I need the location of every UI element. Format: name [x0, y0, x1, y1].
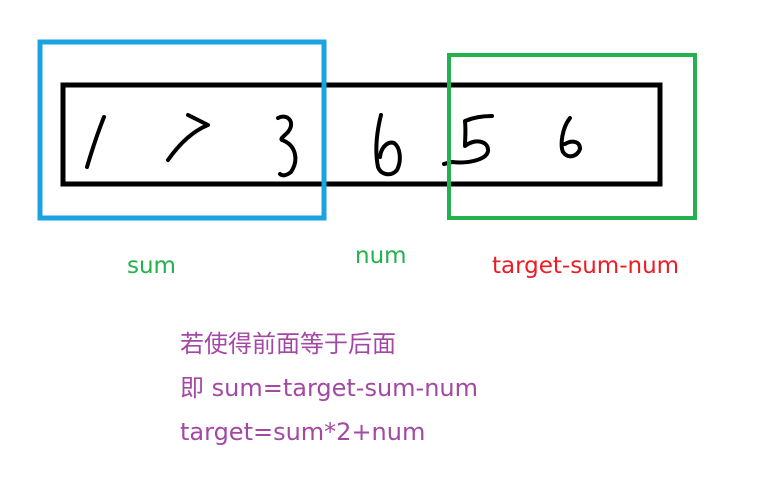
note-line-2: 即 sum=target-sum-num	[180, 374, 479, 402]
num-label: num	[355, 243, 407, 269]
sum-label: sum	[127, 253, 176, 279]
array-digit-6	[559, 116, 582, 159]
target-sum-num-bracket-box	[447, 53, 697, 220]
note-line-3: target=sum*2+num	[180, 418, 426, 446]
array-outline	[60, 82, 663, 187]
note-line-1: 若使得前面等于后面	[180, 330, 396, 358]
explanation-notes: 若使得前面等于后面 即 sum=target-sum-num target=su…	[180, 322, 478, 454]
array-digit-1	[85, 115, 106, 169]
target-sum-num-label: target-sum-num	[492, 253, 680, 279]
sum-bracket-box	[37, 39, 327, 221]
array-digit-3	[276, 114, 298, 178]
array-digit-4	[374, 113, 402, 177]
array-digit-2	[166, 113, 210, 162]
array-digit-5	[442, 114, 494, 166]
